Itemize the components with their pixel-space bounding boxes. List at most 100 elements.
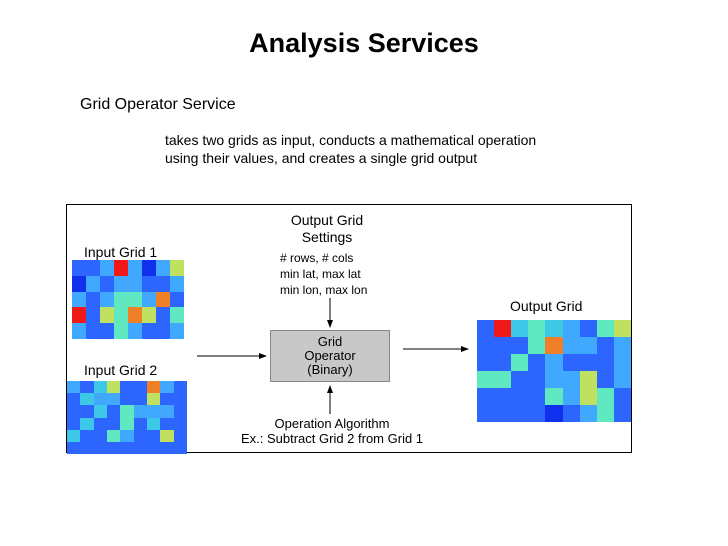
- grid-cell: [67, 405, 81, 418]
- grid-cell: [80, 441, 94, 454]
- grid-cell: [106, 417, 121, 430]
- grid-cell: [67, 381, 81, 394]
- grid-cell: [528, 371, 546, 388]
- grid-cell: [477, 354, 495, 371]
- grid-cell: [579, 388, 597, 405]
- param-lon: min lon, max lon: [280, 283, 368, 297]
- grid-cell: [613, 388, 631, 405]
- grid-cell: [128, 307, 142, 324]
- grid-cell: [146, 429, 161, 442]
- grid-cell: [579, 337, 597, 354]
- grid-cell: [114, 307, 128, 324]
- output-settings-params: # rows, # cols min lat, max lat min lon,…: [280, 250, 367, 298]
- section-heading: Grid Operator Service: [80, 96, 236, 113]
- grid-cell: [511, 405, 529, 422]
- grid-cell: [146, 381, 161, 394]
- output-settings-title-line-2: Settings: [301, 229, 353, 245]
- grid-cell: [613, 320, 631, 337]
- grid-cell: [106, 405, 121, 418]
- grid-cell: [80, 381, 94, 394]
- param-lat: min lat, max lat: [280, 267, 361, 281]
- grid-cell: [477, 371, 495, 388]
- grid-cell: [613, 405, 631, 422]
- grid-cell: [528, 388, 546, 405]
- grid-cell: [579, 405, 597, 422]
- output-grid-label: Output Grid: [510, 298, 583, 314]
- grid-cell: [613, 337, 631, 354]
- grid-cell: [613, 371, 631, 388]
- grid-cell: [67, 441, 81, 454]
- grid-cell: [545, 405, 563, 422]
- grid-cell: [596, 405, 614, 422]
- grid-cell: [93, 393, 107, 406]
- grid-cell: [80, 417, 94, 430]
- grid-cell: [528, 320, 546, 337]
- grid-cell: [160, 405, 174, 418]
- grid-cell: [170, 291, 184, 308]
- grid-cell: [114, 260, 128, 276]
- grid-cell: [146, 417, 161, 430]
- operation-algorithm: Operation Algorithm Ex.: Subtract Grid 2…: [222, 416, 442, 446]
- operator-line-2: Operator: [304, 348, 356, 363]
- grid-cell: [579, 354, 597, 371]
- grid-cell: [72, 323, 86, 339]
- grid-cell: [562, 354, 580, 371]
- description-line-1: takes two grids as input, conducts a mat…: [165, 132, 537, 148]
- grid-cell: [100, 275, 114, 292]
- grid-cell: [67, 429, 81, 442]
- grid-cell: [120, 441, 134, 454]
- grid-cell: [120, 405, 134, 418]
- grid-cell: [72, 260, 86, 276]
- grid-cell: [511, 388, 529, 405]
- grid-cell: [133, 429, 147, 442]
- grid-cell: [142, 275, 156, 292]
- grid-cell: [128, 260, 142, 276]
- grid-cell: [156, 323, 170, 339]
- operator-line-1: Grid: [317, 334, 343, 349]
- grid-cell: [156, 275, 170, 292]
- grid-cell: [146, 393, 161, 406]
- grid-cell: [528, 337, 546, 354]
- grid-cell: [72, 275, 86, 292]
- grid-cell: [170, 275, 184, 292]
- grid-cell: [80, 405, 94, 418]
- grid-cell: [596, 388, 614, 405]
- grid-cell: [72, 291, 86, 308]
- grid-cell: [613, 354, 631, 371]
- grid-cell: [494, 337, 512, 354]
- grid-cell: [494, 388, 512, 405]
- grid-cell: [545, 388, 563, 405]
- grid-cell: [562, 405, 580, 422]
- grid-cell: [133, 417, 147, 430]
- grid-cell: [86, 291, 100, 308]
- grid-cell: [93, 405, 107, 418]
- grid-cell: [528, 354, 546, 371]
- grid-cell: [477, 337, 495, 354]
- operator-line-3: (Binary): [307, 362, 353, 377]
- grid-cell: [477, 320, 495, 337]
- grid-cell: [128, 323, 142, 339]
- grid-cell: [545, 371, 563, 388]
- grid-cell: [562, 337, 580, 354]
- algorithm-title: Operation Algorithm: [274, 416, 390, 431]
- grid-cell: [100, 307, 114, 324]
- grid-cell: [100, 260, 114, 276]
- input-grid-1-label: Input Grid 1: [84, 244, 158, 260]
- grid-cell: [133, 381, 147, 394]
- grid-cell: [133, 405, 147, 418]
- grid-cell: [545, 337, 563, 354]
- grid-cell: [596, 354, 614, 371]
- grid-cell: [142, 307, 156, 324]
- grid-cell: [106, 393, 121, 406]
- grid-cell: [173, 381, 187, 394]
- grid-cell: [146, 441, 161, 454]
- grid-cell: [72, 307, 86, 324]
- grid-cell: [133, 393, 147, 406]
- grid-cell: [596, 337, 614, 354]
- grid-cell: [156, 307, 170, 324]
- output-grid: [477, 320, 631, 422]
- grid-cell: [67, 393, 81, 406]
- output-settings-title-line-1: Output Grid: [290, 212, 364, 228]
- grid-cell: [128, 291, 142, 308]
